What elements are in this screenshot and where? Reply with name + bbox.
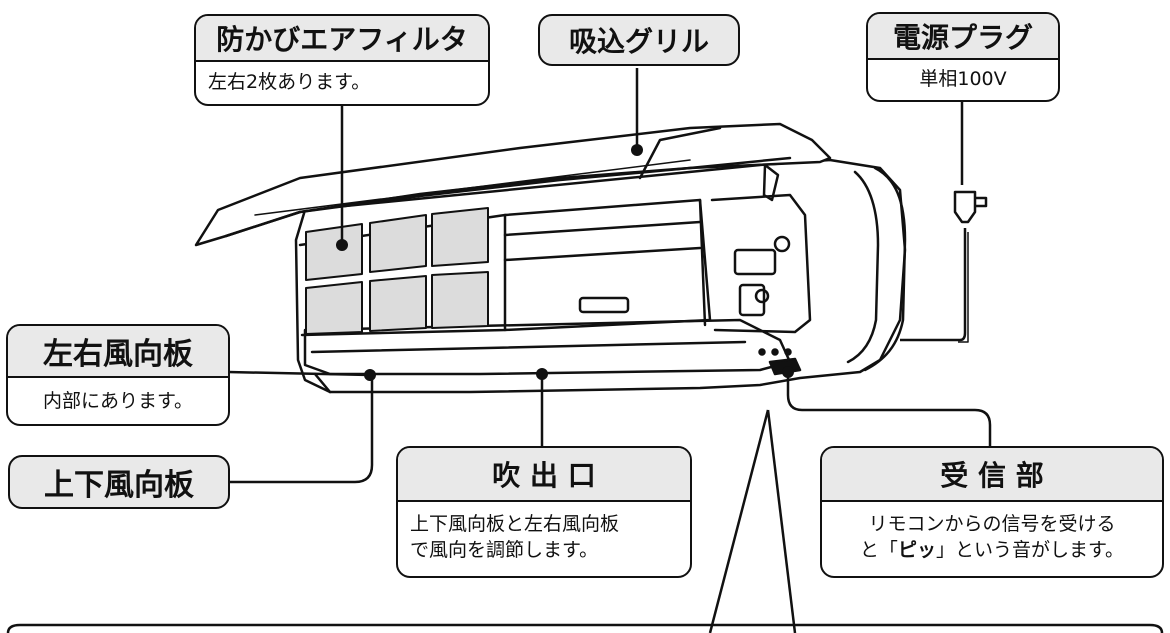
ud-vane-label: 上下風向板 [8,455,230,509]
filter-panel [305,281,363,335]
filter-callout: 防かびエアフィルタ 左右2枚あります。 [194,14,490,106]
filter-panel [305,223,363,281]
filter-panel [369,275,427,332]
power-plug-desc: 単相100V [919,68,1007,90]
leader-dot [536,368,548,380]
filter-panel [431,271,489,329]
receiver-desc-line2: と「ピッ」という音がします。 [834,537,1150,563]
unit-side-cap [863,166,907,372]
receiver-title: 受 信 部 [822,448,1162,502]
plug-icon [953,190,977,224]
leader-dot [336,239,348,251]
receiver-desc-bold: ピッ [897,539,936,561]
receiver-desc-pre: と「 [859,539,898,561]
leader-dot [782,366,794,378]
outlet-panel [303,318,792,376]
receiver-desc: リモコンからの信号を受ける と「ピッ」という音がします。 [822,502,1162,569]
power-plug-title: 電源プラグ [868,14,1058,60]
receiver-desc-line1: リモコンからの信号を受ける [868,513,1116,535]
filter-panel [431,207,489,267]
lr-vane-desc: 内部にあります。 [42,390,194,412]
power-cord [900,228,967,342]
outlet-callout: 吹 出 口 上下風向板と左右風向板 で風向を調節します。 [396,446,692,578]
filter-desc: 左右2枚あります。 [208,71,371,93]
receiver-desc-post: 」という音がします。 [935,539,1125,561]
lr-vane-title: 左右風向板 [8,326,228,378]
outlet-desc: 上下風向板と左右風向板 で風向を調節します。 [398,502,690,569]
detail-box-edge [6,623,1164,633]
outlet-desc-line1: 上下風向板と左右風向板 [410,513,620,535]
power-plug-callout: 電源プラグ 単相100V [866,12,1060,102]
lr-vane-callout: 左右風向板 内部にあります。 [6,324,230,426]
filter-panel [369,214,427,273]
leader-dot [631,144,643,156]
filter-title: 防かびエアフィルタ [196,16,488,62]
outlet-desc-line2: で風向を調節します。 [410,539,599,561]
outlet-title: 吹 出 口 [398,448,690,502]
intake-grille-label: 吸込グリル [538,14,740,66]
receiver-callout: 受 信 部 リモコンからの信号を受ける と「ピッ」という音がします。 [820,446,1164,578]
leader-dot [364,369,376,381]
